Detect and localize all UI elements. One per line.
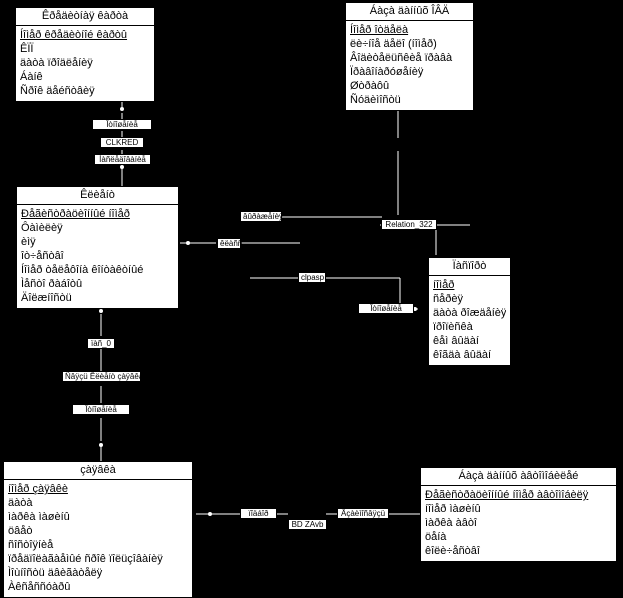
- attribute-row: Øòðàôû: [350, 80, 390, 92]
- entity-attributes: íîìåð çàÿâêè äàòà ìàðêà ìàøèíû öâåò ñîñò…: [4, 480, 192, 597]
- attribute-row: êîëè÷åñòâî: [425, 545, 480, 557]
- attribute-row: Ïðàâîíàðóøåíèÿ: [350, 66, 424, 78]
- entity-title: Áàçà äàííûõ ÎÂÄ: [346, 3, 473, 21]
- attribute-row: äàòà ðîæäåíèÿ: [433, 307, 506, 319]
- entity-title: çàÿâêà: [4, 462, 192, 480]
- entity-attributes: Íîìåð êðåäèòíîé êàðòû ÊÏÏ äàòà ïðîäëåíèÿ…: [16, 26, 154, 101]
- attribute-row: êåì âûäàí: [433, 335, 479, 347]
- attribute-row: îò÷åñòâî: [21, 250, 64, 262]
- attribute-row: äàòà ïðîäëåíèÿ: [20, 57, 93, 69]
- relationship-label-clkred[interactable]: CLKRED: [100, 137, 144, 148]
- entity-attributes: Ðåãèñòðàöèîííûé íîìåð Ôàìèëèÿ èìÿ îò÷åñò…: [17, 205, 178, 308]
- attribute-row: Íîìåð êðåäèòíîé êàðòû: [20, 29, 128, 41]
- attribute-row: Ðåãèñòðàöèîííûé íîìåð: [21, 208, 130, 220]
- attribute-row: Ñðîê äåéñòâèÿ: [20, 85, 95, 97]
- entity-attributes: Ðåãèñòðàöèîííûé íîìåð àâòîìîáèëÿ íîìåð ì…: [421, 486, 616, 561]
- attribute-row: Áàíê: [20, 71, 43, 83]
- entity-title: Ïàñïîðò: [429, 258, 510, 276]
- attribute-row: Àêñåññóàðû: [8, 581, 71, 593]
- attribute-row: ñåðèÿ: [433, 293, 463, 305]
- attribute-row: íîìåð çàÿâêè: [8, 483, 68, 495]
- entity-title: Áàçà äàííûõ àâòîìîáèëåé: [421, 468, 616, 486]
- attribute-row: Ñóäèìîñòü: [350, 94, 401, 106]
- entity-attributes: Íîìåð îòäåëà ëè÷íîå äåëî (íîìåð) Âîäèòåë…: [346, 21, 473, 110]
- entity-ovd-database[interactable]: Áàçà äàííûõ ÎÂÄ Íîìåð îòäåëà ëè÷íîå äåëî…: [345, 2, 474, 111]
- attribute-row: Ìîùíîñòü äâèãàòåëÿ: [8, 567, 103, 579]
- entity-credit-card[interactable]: Êðåäèòíàÿ êàðòà Íîìåð êðåäèòíîé êàðòû ÊÏ…: [15, 7, 155, 102]
- attribute-row: Ôàìèëèÿ: [21, 222, 63, 234]
- connector-dot: [186, 241, 190, 245]
- entity-request[interactable]: çàÿâêà íîìåð çàÿâêè äàòà ìàðêà ìàøèíû öâ…: [3, 461, 193, 598]
- entity-passport[interactable]: Ïàñïîðò íîìåð ñåðèÿ äàòà ðîæäåíèÿ ïðîïèñ…: [428, 257, 511, 366]
- attribute-row: Äîëæíîñòü: [21, 292, 72, 304]
- attribute-row: ëè÷íîå äåëî (íîìåð): [350, 38, 437, 50]
- attribute-row: ïðåäïîëàãàåìûé ñðîê ïîëüçîâàíèÿ: [8, 553, 163, 565]
- relationship-label-bd-zav[interactable]: BD ZAvb: [288, 519, 327, 530]
- entity-attributes: íîìåð ñåðèÿ äàòà ðîæäåíèÿ ïðîïèñêà êåì â…: [429, 276, 510, 365]
- relationship-label-svyaz-klient-zayavka[interactable]: Ñâÿçü Êëèåíò çàÿâêà: [62, 371, 143, 382]
- relationship-label-klass[interactable]: êëàññ: [217, 238, 242, 249]
- relationship-label-pas-0[interactable]: ïàñ_0: [87, 338, 115, 349]
- relationship-label-vzaimosvyaz[interactable]: Âçàèìîñâÿçü: [337, 508, 389, 519]
- relationship-label-otnoshenie-3[interactable]: Îòíîøåíèå: [72, 404, 130, 415]
- relationship-label-otnoshenie-2[interactable]: Îòíîøåíèå: [358, 303, 414, 314]
- attribute-row: Ðåãèñòðàöèîííûé íîìåð àâòîìîáèëÿ: [425, 489, 589, 501]
- entity-title: Êëèåíò: [17, 187, 178, 205]
- entity-car-database[interactable]: Áàçà äàííûõ àâòîìîáèëåé Ðåãèñòðàöèîííûé …: [420, 467, 617, 562]
- diagram-canvas: Êðåäèòíàÿ êàðòà Íîìåð êðåäèòíîé êàðòû ÊÏ…: [3, 2, 617, 598]
- attribute-row: Âîäèòåëüñêèå ïðàâà: [350, 52, 453, 64]
- entity-title: Êðåäèòíàÿ êàðòà: [16, 8, 154, 26]
- attribute-row: ñîñòîÿíèå: [8, 539, 54, 551]
- relationship-label-clpasp[interactable]: clpasp: [298, 272, 326, 283]
- attribute-row: ìàðêà àâòî: [425, 517, 477, 529]
- attribute-row: èìÿ: [21, 236, 36, 248]
- connector-dot: [120, 107, 124, 111]
- attribute-row: äàòà: [8, 497, 33, 509]
- relationship-label-vyrazheniya[interactable]: âûðàæåíèÿ: [240, 211, 283, 222]
- attribute-row: íîìåð: [433, 279, 455, 291]
- connector-dot: [99, 309, 103, 313]
- connector-dot: [120, 165, 124, 169]
- connector-dot: [413, 307, 417, 311]
- attribute-row: öåíà: [425, 531, 447, 543]
- attribute-row: êîãäà âûäàí: [433, 349, 492, 361]
- relationship-label-nasledovanie[interactable]: Íàñëåäîâàíèå: [94, 154, 151, 165]
- attribute-row: öâåò: [8, 525, 33, 537]
- attribute-row: Ìåñòî ðàáîòû: [21, 278, 83, 290]
- relationship-label-relation-322[interactable]: Relation_322: [381, 219, 437, 230]
- entity-client[interactable]: Êëèåíò Ðåãèñòðàöèîííûé íîìåð Ôàìèëèÿ èìÿ…: [16, 186, 179, 309]
- relationship-label-otnoshenie-1[interactable]: Îòíîøåíèå: [92, 119, 152, 130]
- attribute-row: íîìåð ìàøèíû: [425, 503, 481, 515]
- relationship-label-podbor[interactable]: ïîäáîð: [240, 508, 277, 519]
- attribute-row: Íîìåð îòäåëà: [350, 24, 409, 36]
- connector-dot: [99, 443, 103, 447]
- attribute-row: Íîìåð òåëåôîíà êîíòàêòíûé: [21, 264, 144, 276]
- attribute-row: ìàðêà ìàøèíû: [8, 511, 70, 523]
- connector-dot: [208, 512, 212, 516]
- attribute-row: ïðîïèñêà: [433, 321, 473, 333]
- attribute-row: ÊÏÏ: [20, 43, 34, 55]
